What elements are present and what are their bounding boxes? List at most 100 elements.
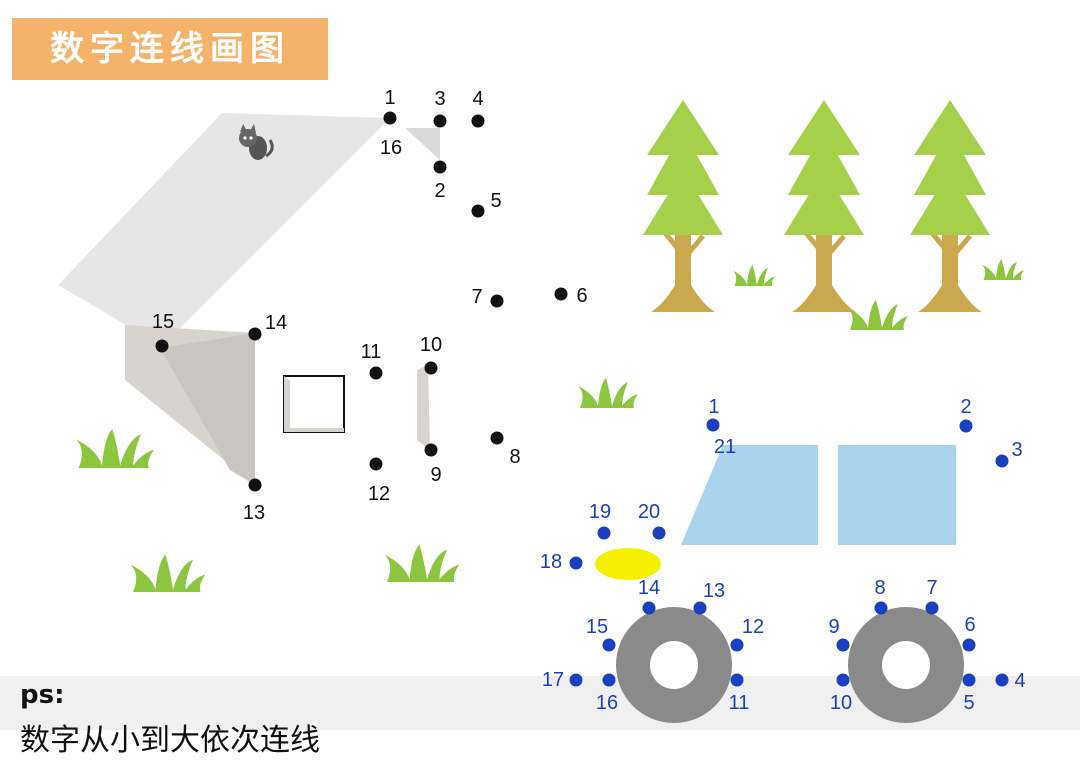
house-dot-14 [248, 327, 262, 341]
house-dot-label-14: 14 [265, 312, 287, 334]
house-side-wall-shade [160, 333, 255, 485]
car-dot-11 [730, 673, 744, 687]
grass-icon [733, 265, 775, 286]
car-dot-label-1: 1 [708, 396, 719, 418]
house-dot-15 [155, 339, 169, 353]
car-dot-label-14: 14 [638, 577, 660, 599]
grass-icon [578, 378, 638, 408]
house-dot-label-10: 10 [420, 334, 442, 356]
car-dot-5 [962, 673, 976, 687]
house-dot-label-15: 15 [152, 311, 174, 333]
car-dot-label-13: 13 [703, 580, 725, 602]
house-dot-6 [554, 287, 568, 301]
car-dot-8 [874, 601, 888, 615]
car-dot-label-11: 11 [729, 692, 750, 714]
trees-group [643, 100, 990, 312]
house-dot-1 [383, 111, 397, 125]
house-dot-label-1: 1 [384, 87, 395, 109]
page-title: 数字连线画图 [12, 18, 328, 80]
car-dot-label-9: 9 [828, 616, 839, 638]
house-dot-5 [471, 204, 485, 218]
house-dot-label-12: 12 [368, 483, 390, 505]
car-dot-19 [597, 526, 611, 540]
house-dot-label-13: 13 [243, 502, 265, 524]
house-dot-label-6: 6 [576, 285, 587, 307]
house-dot-11 [369, 366, 383, 380]
house-dot-9 [424, 443, 438, 457]
house-door-edge [417, 365, 430, 450]
car-dot-4 [995, 673, 1009, 687]
house-dot-label-7: 7 [471, 286, 482, 308]
car-dot-13 [693, 601, 707, 615]
house-dot-label-8: 8 [509, 446, 520, 468]
car-front-tire [616, 607, 732, 723]
car-headlight [595, 548, 661, 580]
house-dot-label-2: 2 [434, 180, 445, 202]
tree-icon [784, 100, 864, 312]
house-dot-2 [433, 160, 447, 174]
house-dot-4 [471, 114, 485, 128]
house-dot-13 [248, 478, 262, 492]
grass-icon [76, 429, 154, 468]
car-dot-label-17: 17 [542, 669, 564, 691]
car-dot-7 [925, 601, 939, 615]
car-dot-6 [962, 638, 976, 652]
car-dot-label-15: 15 [586, 616, 608, 638]
house-dot-label-11: 11 [361, 341, 382, 363]
ps-label: ps: [20, 680, 65, 710]
house-roof [58, 113, 390, 346]
car-dot-label-6: 6 [964, 614, 975, 636]
car-dot-label-5: 5 [963, 692, 974, 714]
car-dot-label-8: 8 [874, 577, 885, 599]
car-dot-label-4: 4 [1014, 670, 1025, 692]
house-dot-label-16: 16 [380, 137, 402, 159]
car-dot-16 [602, 673, 616, 687]
house-dot-10 [424, 361, 438, 375]
grass-icon [130, 554, 206, 592]
car-dot-15 [602, 638, 616, 652]
tree-icon [910, 100, 990, 312]
grass-group [76, 259, 1024, 592]
grass-icon [848, 300, 908, 330]
house-dot-8 [490, 431, 504, 445]
house-window [283, 375, 345, 433]
house-dot-label-4: 4 [472, 88, 483, 110]
car-dot-17 [569, 673, 583, 687]
house-dot-label-3: 3 [434, 88, 445, 110]
house-dot-label-9: 9 [430, 464, 441, 486]
car-dot-10 [836, 673, 850, 687]
car-front-window [681, 445, 818, 545]
ps-instruction: 数字从小到大依次连线 [20, 723, 320, 758]
car-dot-label-12: 12 [742, 616, 764, 638]
car-dot-2 [959, 419, 973, 433]
house-dot-12 [369, 457, 383, 471]
car-dot-label-10: 10 [830, 692, 852, 714]
house-dot-7 [490, 294, 504, 308]
car-dot-3 [995, 454, 1009, 468]
car-dot-label-18: 18 [540, 551, 562, 573]
house-dot-3 [433, 114, 447, 128]
car-dot-12 [730, 638, 744, 652]
car-rear-tire [848, 607, 964, 723]
car-dot-14 [642, 601, 656, 615]
car-dot-18 [569, 556, 583, 570]
car-dot-1 [706, 418, 720, 432]
car-dot-label-16: 16 [596, 692, 618, 714]
grass-icon [384, 544, 460, 582]
roof-notch [405, 128, 440, 160]
car-dot-20 [652, 526, 666, 540]
car-dot-label-7: 7 [926, 577, 937, 599]
house-dot-label-5: 5 [490, 190, 501, 212]
car-dot-9 [836, 638, 850, 652]
car-dot-label-2: 2 [960, 396, 971, 418]
car-dot-label-21: 21 [714, 436, 736, 458]
grass-icon [982, 259, 1024, 280]
car-dot-label-3: 3 [1011, 439, 1022, 461]
car-dot-label-19: 19 [589, 501, 611, 523]
car-dot-label-20: 20 [638, 501, 660, 523]
tree-icon [643, 100, 723, 312]
